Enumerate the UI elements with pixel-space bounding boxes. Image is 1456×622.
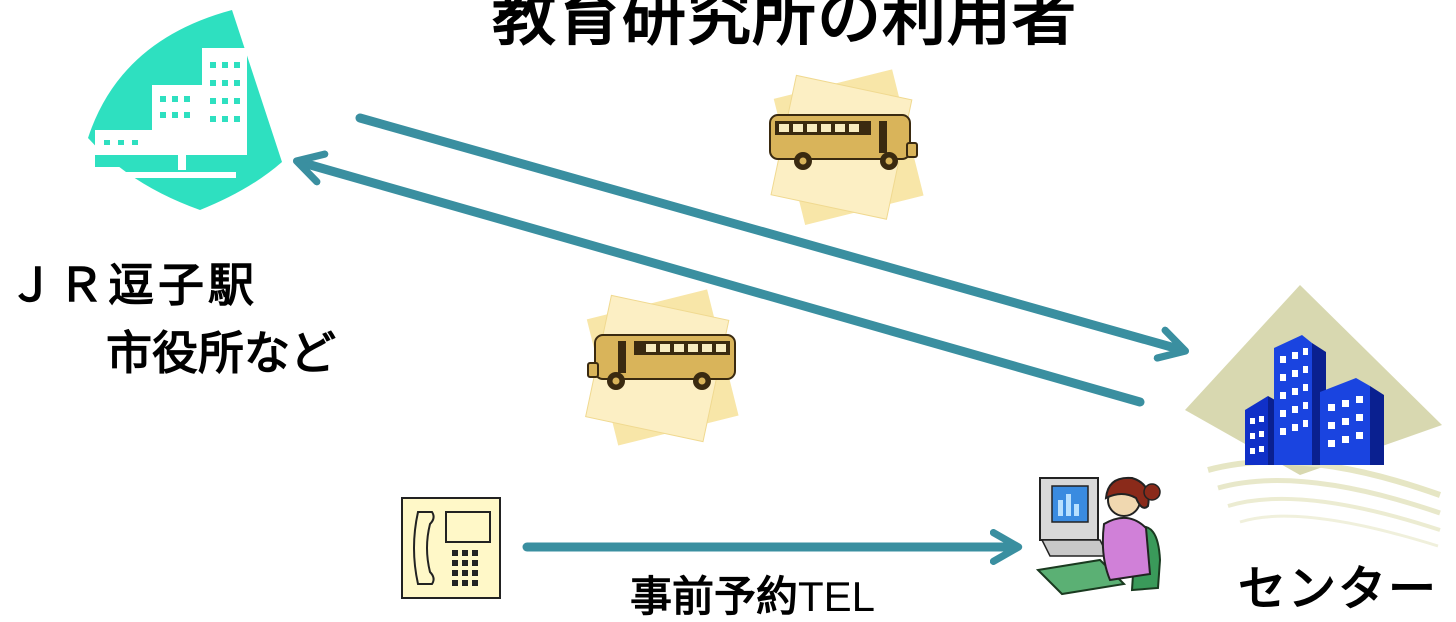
diagram-title: 教育研究所の利用者 <box>492 0 1077 55</box>
reservation-label: 事前予約TEL <box>630 576 875 618</box>
operator-at-computer-icon <box>1035 476 1162 596</box>
station-building-icon <box>88 10 282 210</box>
reservation-label-suffix: TEL <box>798 573 876 620</box>
school-bus-icon <box>585 289 739 446</box>
school-bus-icon <box>769 69 924 226</box>
reservation-label-main: 事前予約 <box>630 572 799 621</box>
arrow-to-station <box>292 150 1145 407</box>
arrow-to-center <box>355 113 1190 362</box>
station-label-line1: ＪＲ逗子駅 <box>8 258 258 312</box>
center-label: センター <box>1238 561 1439 617</box>
office-building-icon <box>1185 285 1442 548</box>
telephone-icon <box>401 497 501 599</box>
station-label-line2: 市役所など <box>106 326 336 380</box>
